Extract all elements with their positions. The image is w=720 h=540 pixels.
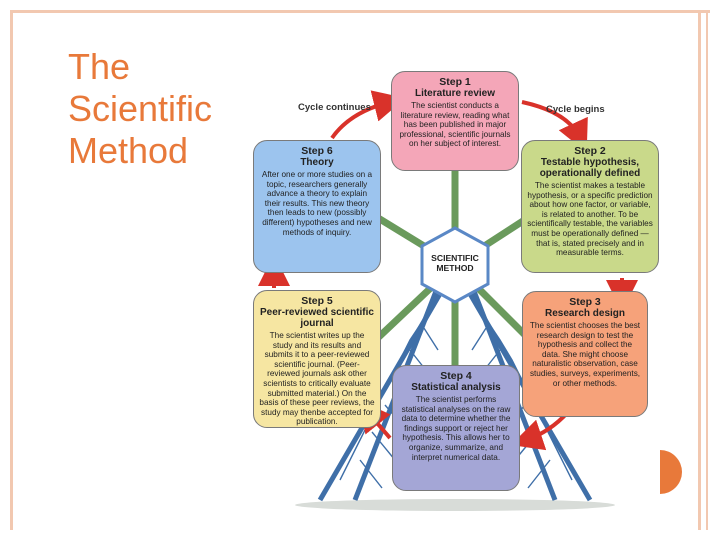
step-5-box: Step 5 Peer-reviewed scientific journal … [253,290,381,428]
slide-title: The Scientific Method [68,46,258,172]
arrow-step1-to-step2 [521,100,588,153]
step-name: Research design [544,308,626,319]
step-3-box: Step 3 Research design The scientist cho… [522,291,648,417]
corner-half-circle-decoration [660,450,682,494]
step-description: The scientist writes up the study and it… [259,331,375,427]
scientific-method-diagram: Cycle continues Cycle begins SCIENTIFIC … [250,60,670,520]
title-line: Method [68,130,189,171]
title-line: Scientific [68,88,213,129]
hub-hexagon [420,226,490,304]
step-name: Testable hypothesis, operationally defin… [539,157,641,179]
step-number: Step 6 [301,145,333,157]
step-4-box: Step 4 Statistical analysis The scientis… [392,365,520,491]
frame-right-border-outer [706,10,708,530]
arrow-step6-to-step1 [330,90,406,140]
step-description: The scientist chooses the best research … [529,321,641,388]
step-number: Step 5 [301,295,333,307]
step-description: The scientist conducts a literature revi… [399,101,511,149]
step-6-box: Step 6 Theory After one or more studies … [253,140,381,273]
hub-label-line: METHOD [436,263,474,273]
step-number: Step 1 [439,76,471,88]
hub-label: SCIENTIFIC METHOD [422,236,488,296]
frame-left-border [10,10,13,530]
frame-top-border [10,10,710,13]
step-description: The scientist performs statistical analy… [401,395,511,462]
step-description: After one or more studies on a topic, re… [261,170,373,237]
step-number: Step 4 [440,370,472,382]
cycle-begins-label: Cycle begins [546,104,605,115]
step-1-box: Step 1 Literature review The scientist c… [391,71,519,171]
cycle-continues-label: Cycle continues [298,102,371,113]
ground-shadow [295,499,615,511]
step-name: Statistical analysis [411,382,501,393]
title-line: The [68,46,131,87]
step-name: Peer-reviewed scientific journal [260,307,374,329]
cycle-arrows [258,90,638,451]
step-2-box: Step 2 Testable hypothesis, operationall… [521,140,659,273]
step-number: Step 2 [574,145,606,157]
hub-label-line: SCIENTIFIC [431,253,479,263]
step-name: Theory [300,157,334,168]
step-description: The scientist makes a testable hypothesi… [527,181,653,258]
frame-right-border [698,10,701,530]
step-number: Step 3 [569,296,601,308]
step-name: Literature review [414,88,496,99]
